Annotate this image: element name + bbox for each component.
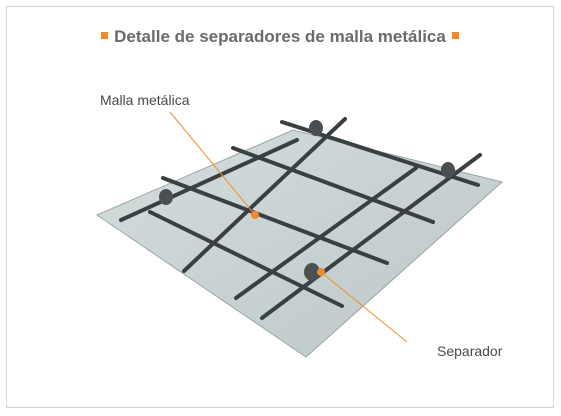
title-bullet-left	[101, 32, 109, 40]
spacer	[159, 189, 173, 205]
label-mesh: Malla metálica	[100, 92, 190, 108]
mesh-bars-long	[119, 117, 482, 320]
mesh-bar	[234, 166, 418, 300]
label-spacer: Separador	[437, 343, 503, 359]
leader-dot-spacer	[317, 268, 325, 276]
spacer	[309, 120, 323, 136]
diagram-title-row: Detalle de separadores de malla metálica	[7, 27, 553, 47]
leader-line-spacer	[320, 271, 408, 343]
diagram-title: Detalle de separadores de malla metálica	[114, 27, 446, 46]
title-bullet-right	[451, 32, 459, 40]
leader-line-mesh	[169, 111, 256, 216]
mesh-bar	[148, 210, 344, 308]
mesh-bar	[231, 146, 435, 224]
mesh-bar	[119, 138, 299, 222]
leader-dot-mesh	[251, 211, 259, 219]
mesh-bar	[161, 176, 389, 265]
spacer	[304, 263, 320, 281]
mesh-bar	[260, 153, 482, 320]
spacer	[441, 162, 455, 178]
mesh-bar	[182, 117, 347, 273]
spacers	[159, 120, 455, 281]
